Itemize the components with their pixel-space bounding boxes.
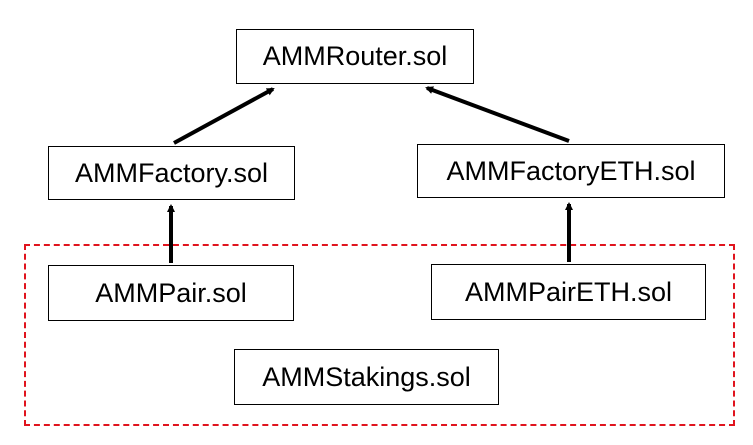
node-amm-factory: AMMFactory.sol xyxy=(48,146,295,200)
node-amm-stakings: AMMStakings.sol xyxy=(234,349,499,405)
contracts-group-boundary xyxy=(24,244,735,426)
edge-factory-to-router xyxy=(173,87,275,145)
node-amm-pair: AMMPair.sol xyxy=(48,265,294,321)
node-amm-pair-eth: AMMPairETH.sol xyxy=(431,264,706,320)
edge-factory-eth-to-router xyxy=(425,86,570,143)
node-amm-factory-eth: AMMFactoryETH.sol xyxy=(417,144,725,198)
node-amm-router: AMMRouter.sol xyxy=(236,29,474,84)
